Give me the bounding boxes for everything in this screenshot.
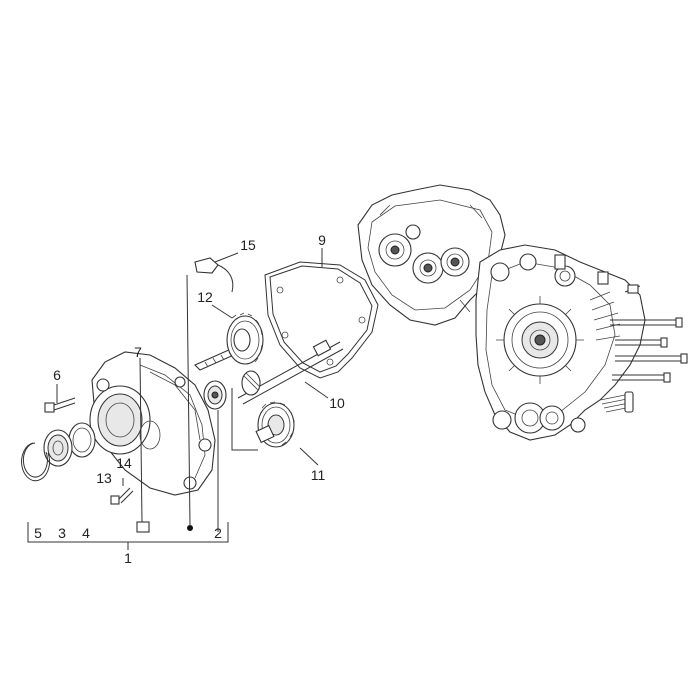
callout-labels: 1 2 3 4 5 6 7 9 10 11 12 13 14 15 xyxy=(34,232,345,566)
callout-14: 14 xyxy=(116,455,132,471)
callout-11: 11 xyxy=(311,467,326,483)
cover-gasket xyxy=(264,261,379,379)
callout-13: 13 xyxy=(96,470,112,486)
output-gear-shaft xyxy=(194,312,264,371)
shaft-bearing xyxy=(203,380,227,410)
callout-2: 2 xyxy=(214,525,222,541)
cover-bearing xyxy=(43,429,73,467)
callout-5: 5 xyxy=(34,525,42,541)
cylinder-studs xyxy=(610,284,688,383)
callout-4: 4 xyxy=(82,525,90,541)
cover-bolt xyxy=(44,397,76,413)
callout-3: 3 xyxy=(58,525,66,541)
leader-lines xyxy=(27,248,329,550)
small-screw xyxy=(110,487,134,505)
callout-1: 1 xyxy=(124,550,132,566)
callout-6: 6 xyxy=(53,367,61,383)
assembly-marker-dot xyxy=(187,525,193,531)
engine-crankcase xyxy=(357,184,688,441)
drive-gear xyxy=(255,401,295,448)
intermediate-shaft xyxy=(237,339,344,405)
breather-fitting xyxy=(194,257,234,293)
callout-15: 15 xyxy=(240,237,256,253)
callout-9: 9 xyxy=(318,232,326,248)
transmission-cover xyxy=(89,351,216,496)
oil-seal xyxy=(68,422,96,458)
callout-12: 12 xyxy=(197,289,213,305)
callout-7: 7 xyxy=(134,344,142,360)
circlip xyxy=(21,442,51,482)
callout-10: 10 xyxy=(329,395,345,411)
long-bolt xyxy=(136,357,150,533)
